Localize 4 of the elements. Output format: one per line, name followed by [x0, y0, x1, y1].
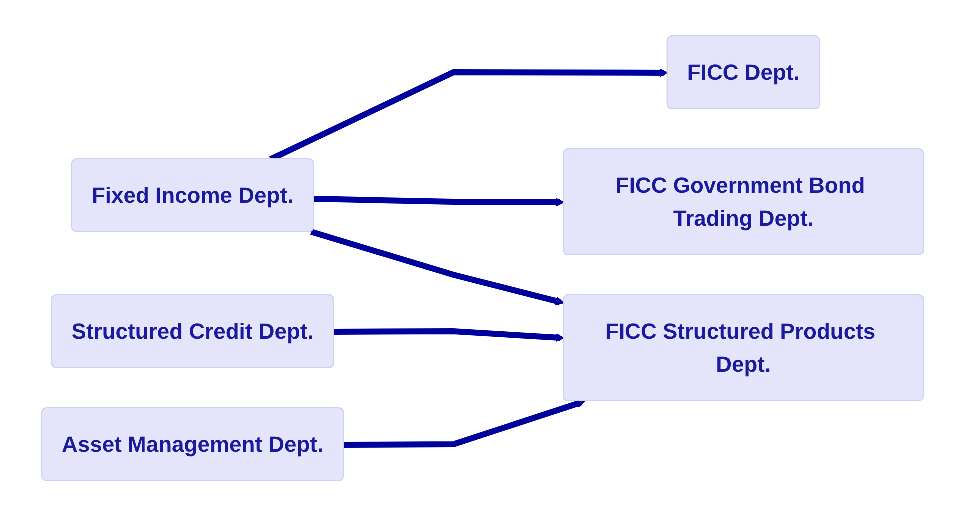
arrow	[314, 196, 564, 206]
arrow	[334, 328, 564, 342]
arrow	[344, 399, 585, 448]
arrow	[310, 228, 564, 305]
